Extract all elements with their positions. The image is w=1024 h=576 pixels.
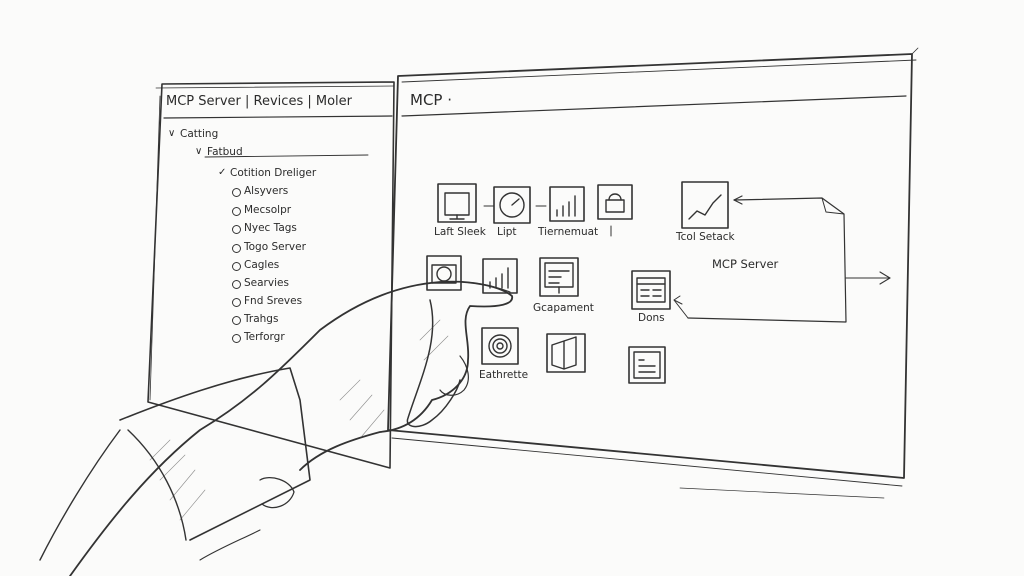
right-panel-frame bbox=[387, 53, 913, 479]
tree-item-label: Mecsolpr bbox=[244, 204, 292, 216]
icon-label: Lipt bbox=[497, 226, 517, 238]
tree-item-label: Cotition Dreliger bbox=[230, 167, 317, 179]
document-window-icon[interactable] bbox=[631, 270, 671, 310]
right-panel-title: MCP · bbox=[410, 91, 452, 109]
tree-item-label: Searvies bbox=[244, 277, 289, 289]
bar-chart-icon[interactable] bbox=[482, 258, 518, 294]
tree-item-label: Nyec Tags bbox=[244, 222, 297, 234]
icon-label: Gcapament bbox=[533, 302, 594, 314]
lock-icon[interactable] bbox=[597, 184, 633, 220]
chevron-down-icon[interactable]: ∨ bbox=[168, 128, 176, 139]
tree-item-label: Fatbud bbox=[207, 146, 243, 158]
dashboard-icon[interactable] bbox=[539, 257, 579, 297]
icon-label: Eathrette bbox=[479, 369, 529, 381]
notes-icon[interactable] bbox=[628, 346, 666, 384]
chevron-down-icon[interactable]: ∨ bbox=[195, 146, 203, 157]
folder-icon[interactable] bbox=[546, 333, 586, 373]
monitor-icon[interactable] bbox=[437, 183, 477, 223]
tree-item-label: Togo Server bbox=[244, 241, 306, 253]
trend-chart-icon[interactable] bbox=[681, 181, 729, 229]
icon-label: Tiernemuat bbox=[538, 226, 599, 238]
icon-label: Laft Sleek bbox=[434, 226, 486, 238]
left-panel-frame bbox=[147, 81, 395, 469]
icon-label: Tcol Setack bbox=[676, 231, 735, 243]
mcp-server-label: MCP Server bbox=[712, 257, 779, 271]
radio-icon[interactable] bbox=[232, 334, 241, 343]
camera-icon[interactable] bbox=[426, 255, 462, 291]
radio-icon[interactable] bbox=[232, 262, 241, 271]
tree-item-label: Trahgs bbox=[244, 313, 279, 325]
tree-item-label: Cagles bbox=[244, 259, 280, 271]
tree-item-label: Fnd Sreves bbox=[244, 295, 303, 307]
left-panel-title: MCP Server | Revices | Moler bbox=[166, 94, 352, 109]
bar-chart-icon[interactable] bbox=[549, 186, 585, 222]
radio-icon[interactable] bbox=[232, 188, 241, 197]
radio-icon[interactable] bbox=[232, 316, 241, 325]
radio-icon[interactable] bbox=[232, 280, 241, 289]
radio-icon[interactable] bbox=[232, 225, 241, 234]
spiral-icon[interactable] bbox=[481, 327, 519, 365]
tree-item-label: Alsyvers bbox=[244, 185, 289, 197]
gauge-icon[interactable] bbox=[493, 186, 531, 224]
icon-label: Dons bbox=[638, 312, 665, 324]
radio-icon[interactable] bbox=[232, 298, 241, 307]
tree-item-label: Catting bbox=[180, 128, 219, 140]
tree-item-label: Terforgr bbox=[244, 331, 285, 343]
check-icon[interactable]: ✓ bbox=[218, 167, 227, 178]
radio-icon[interactable] bbox=[232, 244, 241, 253]
radio-icon[interactable] bbox=[232, 207, 241, 216]
